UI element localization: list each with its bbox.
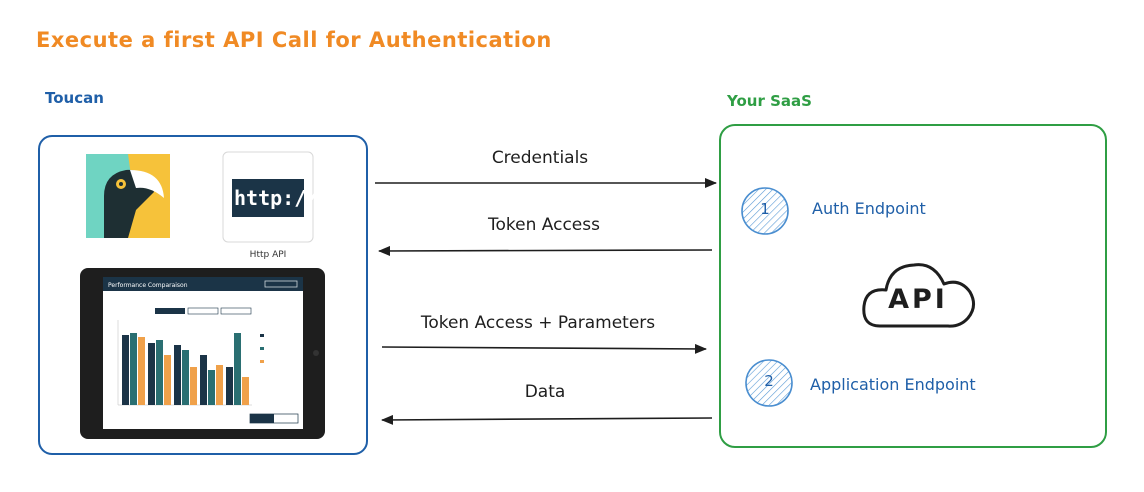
saas-box	[719, 124, 1107, 448]
toucan-label: Toucan	[45, 89, 104, 107]
endpoint-1-number: 1	[760, 200, 770, 218]
flow-label-data: Data	[524, 382, 566, 402]
tablet-heading: Performance Comparaison	[108, 282, 188, 289]
flow-label-token-params: Token Access + Parameters	[420, 313, 656, 333]
application-endpoint-label: Application Endpoint	[810, 375, 976, 394]
http-api-caption: Http API	[249, 250, 287, 260]
endpoint-2-circle	[745, 359, 793, 407]
tablet-chart-bar	[234, 333, 241, 405]
tablet-chart-bar	[122, 335, 129, 405]
tablet-chart-bar	[226, 367, 233, 405]
tablet-chart-bar	[174, 345, 181, 405]
tablet-chart-bar	[200, 355, 207, 405]
endpoint-2-number: 2	[764, 372, 774, 390]
api-cloud-icon	[862, 263, 975, 328]
auth-endpoint-label: Auth Endpoint	[812, 199, 926, 218]
diagram-title: Execute a first API Call for Authenticat…	[36, 28, 552, 52]
tablet-chart-bar	[130, 333, 137, 405]
tablet-dashboard	[80, 268, 325, 439]
tablet-chart-bar	[190, 367, 197, 405]
tablet-chart-bar	[138, 337, 145, 405]
tablet-chart-bar	[208, 370, 215, 405]
tablet-chart-bar	[164, 355, 171, 405]
http-api-icon	[222, 151, 314, 243]
data-arrow	[381, 414, 713, 425]
tablet-chart-bar	[148, 343, 155, 405]
toucan-box	[38, 135, 368, 455]
flow-label-credentials: Credentials	[491, 148, 589, 168]
toucan-logo-icon	[86, 154, 170, 238]
tablet-chart-bar	[156, 340, 163, 405]
tablet-chart-bar	[216, 365, 223, 405]
endpoint-1-circle	[741, 187, 789, 235]
http-badge-text: http://	[234, 186, 319, 210]
saas-label: Your SaaS	[727, 92, 812, 110]
api-cloud-text: API	[888, 284, 948, 315]
tablet-chart-bar	[242, 377, 249, 405]
flow-label-token-access: Token Access	[488, 215, 600, 235]
token-access-arrow	[378, 245, 713, 256]
token-params-arrow	[381, 343, 707, 354]
tablet-chart-bar	[182, 350, 189, 405]
